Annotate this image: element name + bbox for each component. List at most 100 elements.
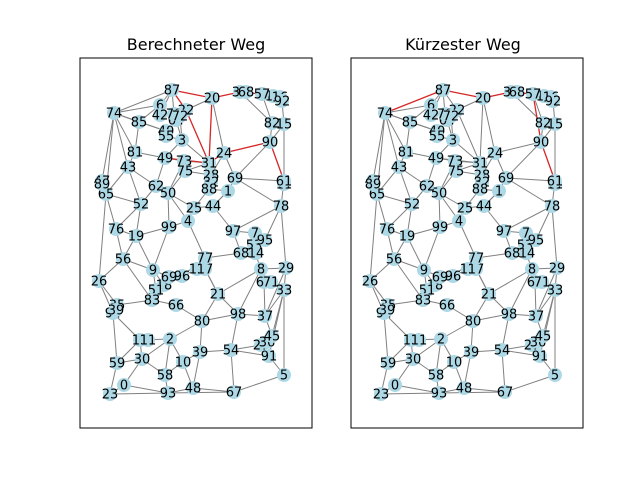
plot-frame (350, 57, 584, 429)
graph-edge (372, 112, 386, 182)
graph-node (446, 269, 460, 283)
graph-node (117, 378, 131, 392)
node-label: 83 (415, 294, 432, 309)
node-label: 67 (497, 386, 514, 401)
graph-node (146, 263, 160, 277)
node-label: 77 (197, 252, 214, 267)
graph-edge (280, 205, 287, 269)
graph-node (217, 146, 231, 160)
graph-node (477, 199, 491, 213)
node-label: 21 (210, 288, 227, 303)
graph-edge (233, 374, 285, 393)
graph-node (258, 309, 272, 323)
graph-node (274, 199, 288, 213)
graph-node (109, 303, 123, 317)
node-label: 65 (369, 188, 386, 203)
node-label: 62 (419, 180, 436, 195)
graph-node (432, 186, 446, 200)
node-label: 5 (280, 369, 288, 384)
graph-node (226, 224, 240, 238)
node-label: 55 (429, 130, 446, 145)
node-label: 39 (379, 304, 396, 319)
node-label: 66 (439, 299, 456, 314)
node-label: 95 (257, 234, 274, 249)
graph-node (548, 174, 562, 188)
node-label: 55 (158, 130, 175, 145)
node-label: 23 (373, 388, 390, 403)
graph-node (129, 229, 143, 243)
graph-node (420, 179, 434, 193)
node-label: 19 (128, 230, 145, 245)
node-label: 25 (186, 202, 203, 217)
node-label: 49 (428, 152, 445, 167)
graph-node (169, 298, 183, 312)
node-label: 6 (156, 99, 164, 114)
node-label: 2 (437, 333, 445, 348)
graph-node (366, 177, 380, 191)
graph-node (277, 368, 291, 382)
graph-node (458, 201, 472, 215)
node-label: 92 (545, 95, 562, 110)
graph-node (254, 262, 268, 276)
node-label: 24 (487, 147, 504, 162)
node-label: 10 (446, 356, 463, 371)
node-label: 69 (161, 271, 178, 286)
node-label: 93 (160, 387, 177, 402)
graph-node (400, 229, 414, 243)
node-label: 90 (533, 136, 550, 151)
graph-node (433, 220, 447, 234)
graph-edge (394, 384, 440, 394)
node-label: 44 (476, 200, 493, 215)
node-label: 78 (544, 200, 561, 215)
node-label: 99 (432, 221, 449, 236)
node-label: 96 (445, 270, 462, 285)
graph-node (173, 109, 187, 123)
graph-node (132, 115, 146, 129)
graph-node (387, 252, 401, 266)
graph-edge (505, 177, 553, 207)
graph-node (363, 274, 377, 288)
graph-node (536, 329, 550, 343)
node-label: 1 (224, 185, 232, 200)
node-label: 45 (264, 330, 281, 345)
graph-node (158, 368, 172, 382)
node-label: 0 (120, 379, 128, 394)
graph-node (449, 164, 463, 178)
graph-edge (501, 349, 506, 393)
graph-edge (488, 268, 533, 295)
node-label: 81 (398, 146, 415, 161)
graph-node (378, 106, 392, 120)
node-label: 88 (201, 183, 218, 198)
node-label: 11 (411, 334, 428, 349)
node-label: 10 (175, 356, 192, 371)
node-label: 61 (276, 175, 293, 190)
node-label: 91 (261, 350, 278, 365)
graph-node (187, 201, 201, 215)
node-label: 77 (468, 252, 485, 267)
node-label: 98 (230, 308, 247, 323)
node-label: 98 (501, 308, 518, 323)
graph-edge (535, 267, 558, 317)
graph-node (548, 368, 562, 382)
node-label: 85 (131, 116, 148, 131)
graph-node (546, 94, 560, 108)
graph-edge (479, 97, 484, 164)
node-label: 56 (115, 253, 132, 268)
graph-edge (211, 97, 225, 154)
graph-node (255, 87, 269, 101)
graph-node (186, 381, 200, 395)
graph-node (211, 287, 225, 301)
graph-node (417, 263, 431, 277)
graph-node (380, 222, 394, 236)
graph-node (429, 151, 443, 165)
node-label: 82 (535, 117, 552, 132)
node-label: 19 (399, 230, 416, 245)
node-label: 76 (379, 223, 396, 238)
node-label: 11 (140, 334, 157, 349)
node-label: 68 (509, 86, 526, 101)
graph-node (548, 283, 562, 297)
graph-node (141, 333, 155, 347)
graph-node (193, 345, 207, 359)
node-label: 14 (248, 247, 265, 262)
node-label: 4 (455, 215, 463, 230)
